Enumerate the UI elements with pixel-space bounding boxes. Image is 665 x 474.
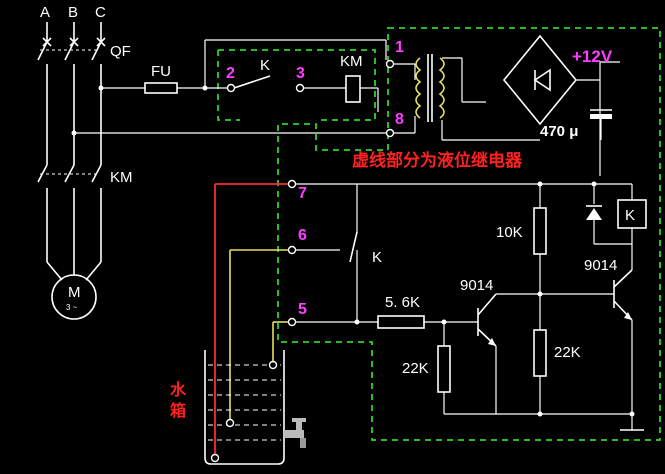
resistor-22k-right [533, 329, 547, 377]
terminal-2: 2 [226, 65, 235, 82]
k-contact-label: K [372, 249, 382, 266]
tank-label-line1: 水 [170, 380, 187, 399]
relay-boundary-dashed [277, 27, 661, 441]
water-tank [204, 350, 285, 465]
inner-dashed-box-left [217, 50, 240, 121]
phase-lines: A B C QF KM [37, 4, 133, 281]
terminal-5: 5 [298, 301, 307, 318]
phase-c-label: C [95, 4, 106, 21]
km-coil [345, 75, 361, 103]
terminal-3: 3 [296, 65, 305, 82]
terminal-8: 8 [395, 111, 404, 128]
phase-a-label: A [40, 4, 50, 21]
k-top-label: K [260, 57, 270, 74]
q1-label: 9014 [460, 277, 493, 294]
transistor-q2 [613, 269, 633, 321]
q2-label: 9014 [584, 257, 617, 274]
transistor-q1 [477, 293, 497, 347]
cap-label: 470 μ [540, 123, 578, 140]
faucet-icon [284, 418, 306, 448]
relay-k-label: K [625, 207, 635, 224]
r-10k-label: 10K [496, 224, 523, 241]
inner-dashed-box [218, 49, 376, 121]
flyback-diode [586, 205, 602, 220]
supply-label: +12V [572, 47, 613, 66]
km-contact-label: KM [110, 169, 133, 186]
motor-sub-label: 3 ~ [66, 303, 78, 312]
km-coil-label: KM [340, 53, 363, 70]
resistor-10k [533, 207, 547, 255]
fu-label: FU [151, 63, 171, 80]
r-22k-left-label: 22K [402, 360, 429, 377]
tank-label-line2: 箱 [170, 401, 186, 420]
transformer [415, 54, 445, 122]
terminal-6: 6 [298, 227, 307, 244]
terminal-7: 7 [298, 185, 307, 202]
fuse-fu [144, 82, 178, 94]
resistor-5-6k [377, 315, 425, 329]
bridge-rectifier [502, 34, 578, 126]
dashed-part-note: 虚线部分为液位继电器 [352, 150, 523, 170]
terminal-1: 1 [395, 39, 404, 56]
qf-label: QF [110, 43, 131, 60]
phase-b-label: B [68, 4, 78, 21]
capacitor-470u [590, 109, 612, 140]
motor-m-label: M [68, 284, 81, 301]
r-5-6k-label: 5. 6K [385, 294, 420, 311]
r-22k-right-label: 22K [554, 344, 581, 361]
motor-symbol: M 3 ~ [51, 274, 97, 320]
resistor-22k-left [437, 345, 451, 393]
